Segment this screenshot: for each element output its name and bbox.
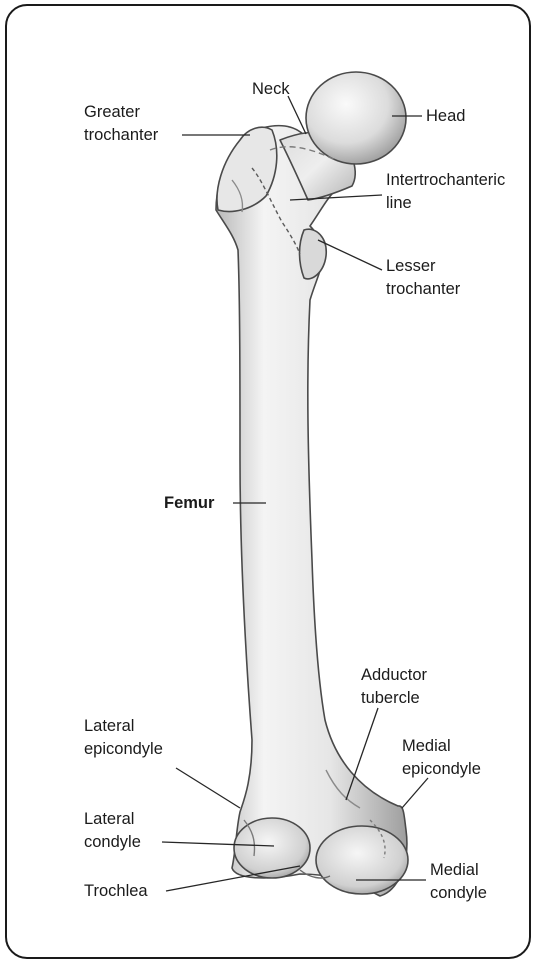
femur-head [306,72,406,164]
greater-trochanter-label-line1: Greater [84,103,140,121]
medial-condyle-label-line2: condyle [430,884,487,902]
lesser-trochanter-label-line2: trochanter [386,280,461,298]
lesser-trochanter-shape [300,229,327,279]
medial-epicondyle-label-line1: Medial [402,737,451,755]
lesser-trochanter-label-line1: Lesser [386,257,436,275]
medial-epicondyle-leader [402,778,428,808]
lateral-epicondyle-label-line2: epicondyle [84,740,163,758]
adductor-tubercle-label-line1: Adductor [361,666,428,684]
lateral-epicondyle-label-line1: Lateral [84,717,134,735]
greater-trochanter-label-line2: trochanter [84,126,159,144]
intertrochanteric-line-label-line2: line [386,194,412,212]
adductor-tubercle-label-line2: tubercle [361,689,420,707]
head-label: Head [426,107,465,125]
lateral-epicondyle-leader [176,768,240,808]
femur-label: Femur [164,494,215,512]
lateral-condyle-shape [234,818,310,878]
medial-epicondyle-label-line2: epicondyle [402,760,481,778]
trochlea-label: Trochlea [84,882,148,900]
neck-label: Neck [252,80,290,98]
intertrochanteric-line-label-line1: Intertrochanteric [386,171,505,189]
lateral-condyle-label-line1: Lateral [84,810,134,828]
lesser-trochanter-leader [318,240,382,270]
medial-condyle-label-line1: Medial [430,861,479,879]
medial-condyle-shape [316,826,408,894]
lateral-condyle-label-line2: condyle [84,833,141,851]
